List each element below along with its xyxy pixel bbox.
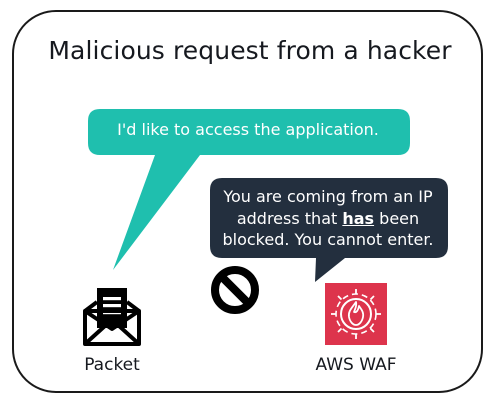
block-message-emphasis: has bbox=[342, 208, 375, 228]
block-message-line-1: You are coming from an IP bbox=[223, 187, 433, 206]
request-speech-bubble bbox=[88, 109, 410, 270]
diagram-frame bbox=[12, 10, 483, 393]
aws-waf-icon bbox=[325, 283, 387, 345]
prohibited-icon bbox=[211, 266, 259, 314]
packet-label: Packet bbox=[84, 355, 140, 375]
block-message-line-2-start: address that bbox=[236, 208, 343, 228]
aws-waf-label: AWS WAF bbox=[315, 355, 397, 375]
block-message-line-3: blocked. You cannot enter. bbox=[222, 230, 434, 249]
block-message-line-2-end: been bbox=[374, 208, 420, 228]
block-speech-bubble bbox=[210, 178, 448, 282]
request-message: I'd like to access the application. bbox=[117, 120, 379, 139]
diagram-title: Malicious request from a hacker bbox=[48, 36, 452, 65]
block-message: You are coming from an IP address that h… bbox=[212, 186, 444, 251]
open-envelope-icon bbox=[83, 288, 141, 346]
